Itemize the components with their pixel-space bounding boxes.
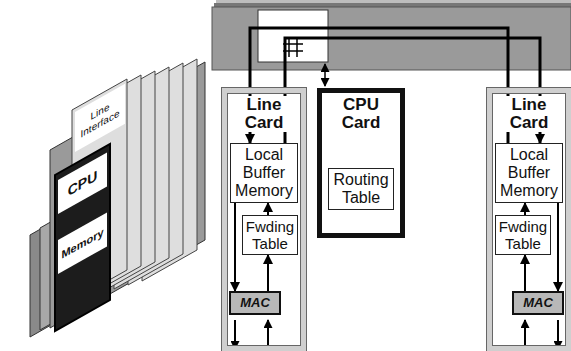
box-text: MAC: [515, 295, 561, 311]
mac-box: MAC: [229, 291, 281, 315]
forwarding-table-box: Fwding Table: [242, 215, 298, 255]
line-interface-label-text: Line Interface: [75, 92, 125, 144]
box-text: Fwding Table: [497, 218, 549, 252]
control-link: [324, 64, 326, 86]
cpu-card: CPU CardRouting Table: [317, 88, 405, 238]
port-in-arrow: [524, 320, 526, 349]
box-text: Local Buffer Memory: [497, 146, 561, 200]
memory-label: Memory: [58, 212, 107, 274]
memory-label-text: Memory: [61, 225, 103, 262]
card-title: Line Card: [496, 96, 562, 132]
cpu-card-sheet: [55, 144, 110, 331]
line-card: Line CardLocal Buffer MemoryFwding Table…: [222, 88, 306, 351]
box-text: Fwding Table: [244, 218, 296, 252]
cpu-label-text: CPU: [68, 167, 98, 200]
routing-table-box: Routing Table: [328, 168, 394, 210]
line-card: Line CardLocal Buffer MemoryFwding Table…: [487, 88, 571, 351]
port-out-arrow: [234, 320, 236, 349]
card-title: CPU Card: [328, 96, 394, 132]
box-text: MAC: [232, 295, 278, 311]
data-path-arrow: [524, 203, 526, 215]
buffer-memory-box: Local Buffer Memory: [230, 143, 298, 203]
data-path-arrow: [524, 255, 526, 291]
data-path-arrow: [234, 203, 236, 291]
port-out-arrow: [557, 320, 559, 349]
cpu-label: CPU: [58, 152, 107, 214]
mac-box: MAC: [512, 291, 564, 315]
line-interface-label: Line Interface: [75, 84, 125, 152]
backplane-edge: [214, 3, 571, 7]
data-path-arrow: [267, 203, 269, 215]
forwarding-table-box: Fwding Table: [495, 215, 551, 255]
box-text: Routing Table: [330, 171, 392, 207]
buffer-memory-box: Local Buffer Memory: [495, 143, 563, 203]
card-title: Line Card: [231, 96, 297, 132]
port-in-arrow: [267, 320, 269, 349]
data-path-arrow: [557, 203, 559, 291]
data-path-arrow: [267, 255, 269, 291]
switch-fabric: [258, 10, 328, 62]
box-text: Local Buffer Memory: [232, 146, 296, 200]
